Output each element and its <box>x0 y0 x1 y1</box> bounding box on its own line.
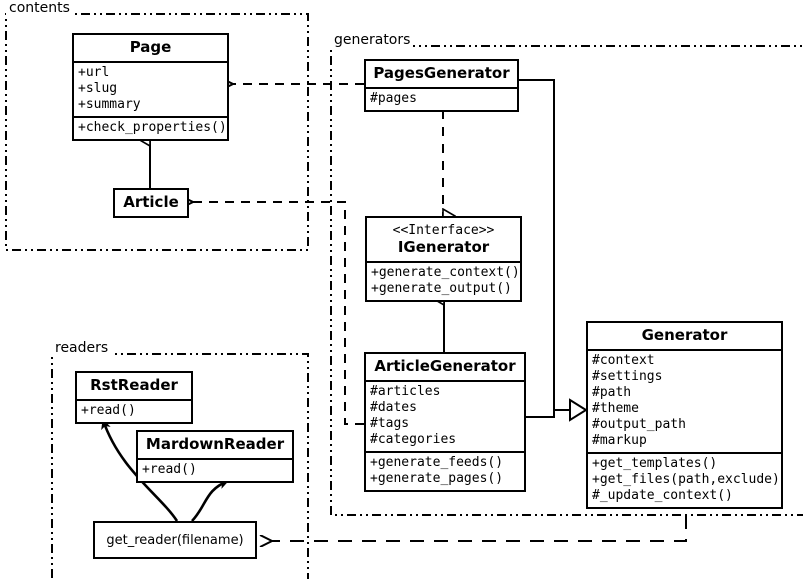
operation-item: +generate_context() <box>371 265 520 280</box>
class-name-page: Page <box>129 38 172 56</box>
operation-item: +read() <box>81 403 136 418</box>
attribute-item: #pages <box>370 91 417 106</box>
class-attributes-pagesgenerator: #pages <box>366 87 517 110</box>
class-box-article[interactable]: Article <box>113 188 189 218</box>
class-operations-generator: +get_templates() +get_files(path,exclude… <box>588 452 781 507</box>
class-box-mardownreader[interactable]: MardownReader +read() <box>136 430 294 483</box>
class-attributes-page: +url +slug +summary <box>74 61 227 116</box>
class-box-generator[interactable]: Generator #context #settings #path #them… <box>586 321 783 509</box>
class-name-igenerator: <<Interface>> IGenerator <box>367 218 520 261</box>
class-operations-page: +check_properties() <box>74 116 227 139</box>
attribute-item: #categories <box>370 432 457 447</box>
attribute-item: #context <box>592 353 655 368</box>
class-name-rstreader: RstReader <box>90 376 178 394</box>
edge-get-reader-to-mardownreader <box>191 479 229 522</box>
edge-generator-to-get-reader <box>272 515 687 541</box>
package-label-generators: generators <box>331 32 414 48</box>
operation-item: +check_properties() <box>78 120 227 135</box>
class-box-igenerator[interactable]: <<Interface>> IGenerator +generate_conte… <box>365 216 522 302</box>
attribute-item: +summary <box>78 97 141 112</box>
class-attributes-articlegenerator: #articles #dates #tags #categories <box>366 380 524 451</box>
class-operations-rstreader: +read() <box>77 399 191 422</box>
operation-item: +generate_pages() <box>370 471 504 486</box>
attribute-item: #path <box>592 385 632 400</box>
class-box-page[interactable]: Page +url +slug +summary +check_properti… <box>72 33 229 141</box>
class-attributes-generator: #context #settings #path #theme #output_… <box>588 349 781 452</box>
class-name-mardownreader: MardownReader <box>145 435 285 453</box>
package-label-contents: contents <box>6 0 73 16</box>
attribute-item: +slug <box>78 81 118 96</box>
edge-articlegenerator-to-generator <box>526 410 555 418</box>
class-stereotype-igenerator: <<Interface>> <box>392 223 495 238</box>
edge-pagesgenerator-to-generator <box>519 79 571 411</box>
class-box-rstreader[interactable]: RstReader +read() <box>75 371 193 424</box>
attribute-item: #settings <box>592 369 663 384</box>
function-box-get-reader[interactable]: get_reader(filename) <box>93 521 257 559</box>
operation-item: +generate_output() <box>371 281 512 296</box>
operation-item: #_update_context() <box>592 488 733 503</box>
class-box-articlegenerator[interactable]: ArticleGenerator #articles #dates #tags … <box>364 352 526 492</box>
class-name-article: Article <box>123 193 179 211</box>
class-name-generator: Generator <box>641 326 728 344</box>
attribute-item: #markup <box>592 433 647 448</box>
operation-item: +get_templates() <box>592 456 718 471</box>
attribute-item: +url <box>78 65 110 80</box>
package-label-readers: readers <box>52 340 112 356</box>
class-operations-igenerator: +generate_context() +generate_output() <box>367 261 520 300</box>
attribute-item: #theme <box>592 401 639 416</box>
class-operations-articlegenerator: +generate_feeds() +generate_pages() <box>366 451 524 490</box>
edge-articlegenerator-to-article <box>193 202 364 425</box>
class-operations-mardownreader: +read() <box>138 458 292 481</box>
class-name-pagesgenerator: PagesGenerator <box>373 64 510 82</box>
attribute-item: #dates <box>370 400 417 415</box>
operation-item: +get_files(path,exclude) <box>592 472 780 487</box>
operation-item: +generate_feeds() <box>370 455 504 470</box>
attribute-item: #tags <box>370 416 410 431</box>
generalization-arrowhead-generator <box>569 398 588 422</box>
operation-item: +read() <box>142 462 197 477</box>
class-name-text-igenerator: IGenerator <box>397 238 490 256</box>
class-box-pagesgenerator[interactable]: PagesGenerator #pages <box>364 59 519 112</box>
attribute-item: #output_path <box>592 417 686 432</box>
function-label-get-reader: get_reader(filename) <box>106 532 244 548</box>
class-name-articlegenerator: ArticleGenerator <box>374 357 516 375</box>
attribute-item: #articles <box>370 384 441 399</box>
